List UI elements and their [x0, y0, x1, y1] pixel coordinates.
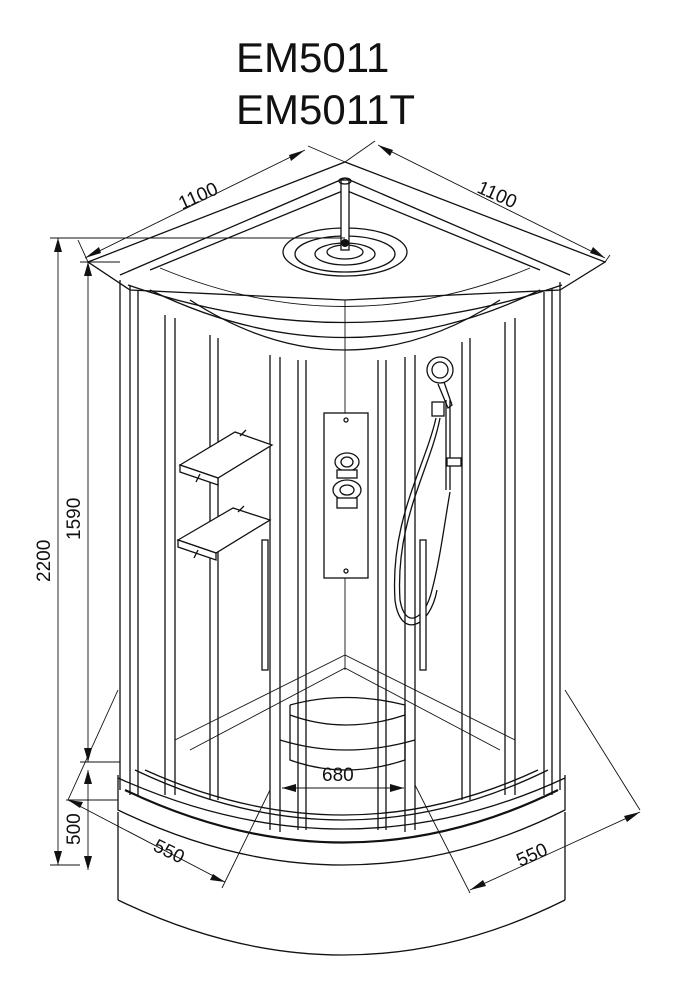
dim-tray-height: 500	[64, 813, 85, 845]
shower-tray	[117, 769, 566, 956]
dim-cabin-height: 1590	[64, 498, 85, 540]
glass-shelf-icon	[176, 429, 274, 561]
dim-width-right: 1100	[474, 177, 520, 213]
mixer-control-icon	[323, 412, 369, 579]
model-title-2: EM5011T	[236, 86, 415, 133]
model-title-1: EM5011	[236, 34, 389, 81]
door-handle-icon	[261, 539, 427, 671]
dim-width-left: 1100	[175, 179, 221, 215]
overhead-shower-icon	[282, 177, 408, 277]
corner-seat	[279, 696, 416, 771]
dimension-lines	[50, 140, 641, 894]
dim-base-left: 550	[150, 836, 188, 869]
dim-base-right: 550	[513, 839, 551, 871]
hand-shower-icon	[393, 356, 462, 626]
dim-total-height: 2200	[34, 540, 55, 582]
dim-door-width: 680	[322, 765, 354, 786]
